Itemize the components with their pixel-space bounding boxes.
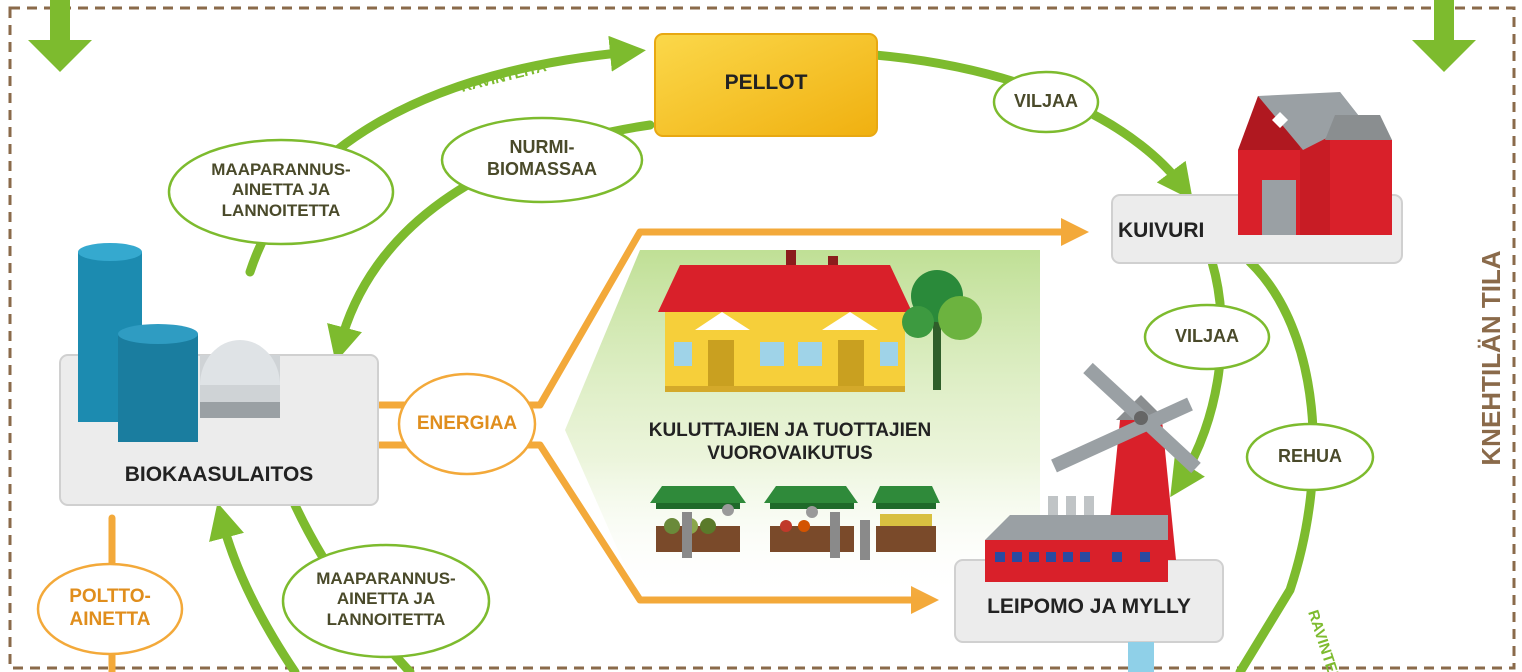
- viljaa-mid-bubble: [1143, 303, 1271, 371]
- ravinteita-top-label: RAVINTEITA: [459, 58, 548, 96]
- center-label-line2: VUOROVAIKUTUS: [707, 442, 873, 464]
- red-barn-icon: [1238, 92, 1392, 235]
- energiaa-label: ENERGIAA: [416, 413, 518, 434]
- rehua-arrow: [1235, 257, 1318, 672]
- rehua-bubble: [1245, 422, 1375, 492]
- maaparannus-top-bubble: [167, 138, 395, 246]
- center-label: KULUTTAJIEN JA TUOTTAJIEN VUOROVAIKUTUS: [610, 420, 970, 466]
- energiaa-bubble: [397, 372, 537, 476]
- biokaasulaitos-label: BIOKAASULAITOS: [124, 463, 314, 486]
- down-arrow-icon: [1412, 0, 1476, 72]
- maaparannus-top-line2: AINETTA JA: [231, 180, 331, 200]
- poltto-label-line1: POLTTO-: [69, 586, 151, 607]
- ravinteita-right-label: RAVINTEITA: [1304, 608, 1347, 672]
- maaparannus-bottom-label: MAAPARANNUS- AINETTA JA LANNOITETTA: [283, 569, 489, 630]
- water-pipe: [1128, 642, 1154, 672]
- farm-title: KNEHTILÄN TILA: [1476, 250, 1506, 465]
- biogas-silo-icon: [78, 243, 280, 442]
- viljaa-top-label: VILJAA: [1013, 91, 1078, 111]
- maaparannus-bottom-line1: MAAPARANNUS-: [316, 569, 456, 588]
- tree-icon: [902, 270, 982, 390]
- maaparannus-top-line1: MAAPARANNUS-: [211, 160, 351, 179]
- mill-building-icon: [985, 496, 1168, 582]
- market-stall-icon: [650, 486, 940, 560]
- poltto-bubble: [36, 562, 184, 656]
- viljaa-mid-label: VILJAA: [1174, 326, 1239, 346]
- nurmi-label-line1: NURMI-: [509, 137, 575, 157]
- maaparannus-bottom-line3: LANNOITETTA: [326, 609, 446, 629]
- poltto-label-line2: AINETTA: [69, 608, 151, 630]
- poltto-label: POLTTO- AINETTA: [38, 586, 182, 632]
- maaparannus-bottom-line2: AINETTA JA: [336, 589, 436, 609]
- center-label-line1: KULUTTAJIEN JA TUOTTAJIEN: [648, 420, 932, 441]
- maaparannus-top-label: MAAPARANNUS- AINETTA JA LANNOITETTA: [169, 160, 393, 221]
- farm-border: [8, 6, 1516, 670]
- down-arrow-icon: [28, 0, 92, 72]
- viljaa-arrow-mid: [1170, 257, 1226, 498]
- viljaa-top-bubble: [992, 70, 1100, 134]
- nurmi-label-line2: BIOMASSAA: [486, 158, 597, 179]
- return-arrow: [209, 502, 300, 672]
- leipomo-label: LEIPOMO JA MYLLY: [987, 595, 1191, 618]
- rehua-label: REHUA: [1277, 446, 1342, 466]
- nurmi-label: NURMI- BIOMASSAA: [442, 137, 642, 180]
- farmhouse-icon: [658, 250, 912, 392]
- maaparannus-top-line3: LANNOITETTA: [221, 200, 341, 220]
- nurmi-bubble: [440, 116, 644, 204]
- maaparannus-bottom-bubble: [281, 543, 491, 659]
- pellot-box: [654, 33, 878, 137]
- pellot-label: PELLOT: [724, 71, 808, 94]
- kuivuri-label: KUIVURI: [1118, 219, 1205, 242]
